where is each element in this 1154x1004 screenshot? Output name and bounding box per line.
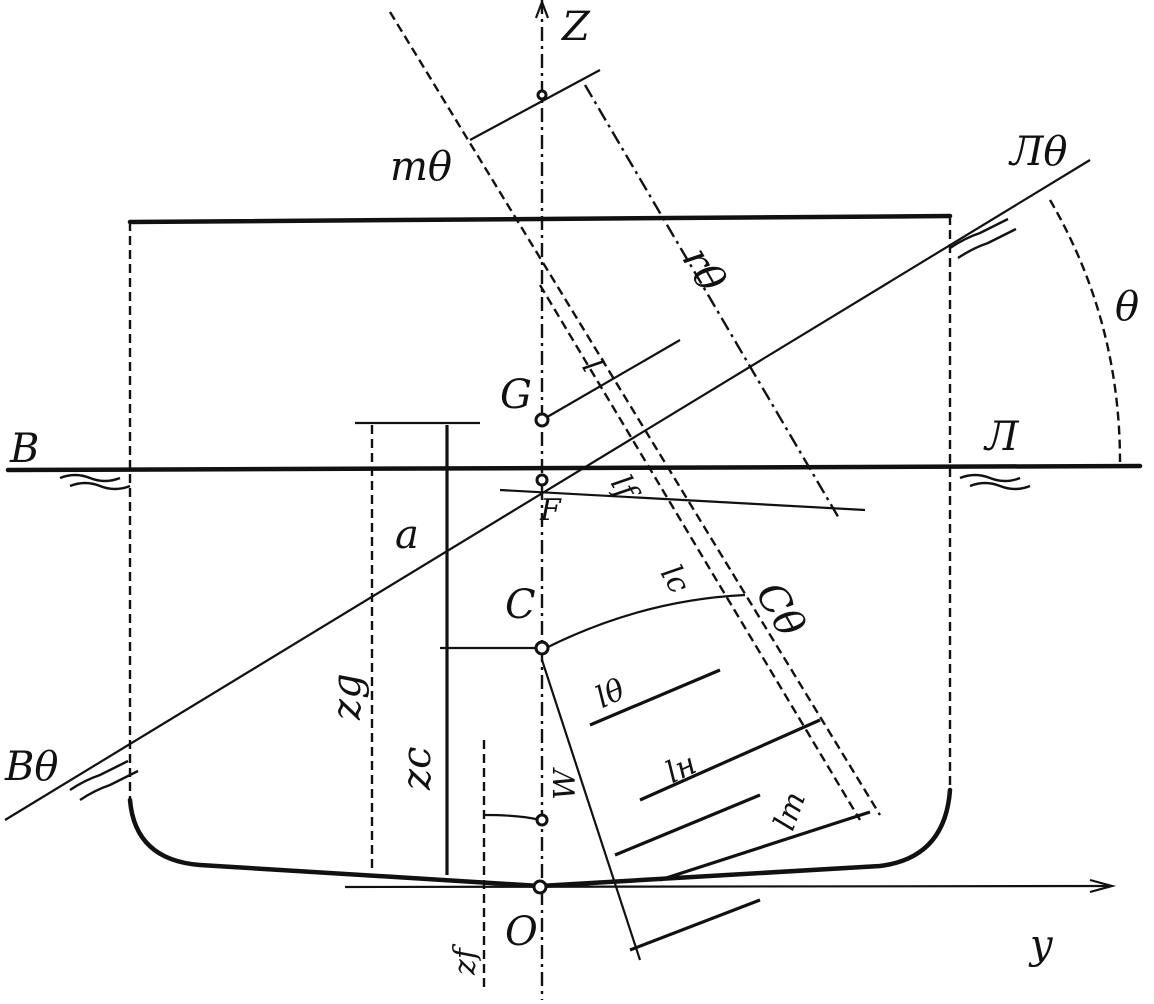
label-heel-angle: θ (1115, 284, 1139, 330)
label-waterline-left: B (9, 426, 39, 472)
label-waterline-right: Л (983, 414, 1020, 460)
radius-line (583, 84, 842, 521)
point-f (535, 473, 549, 487)
wave-mark-heeled-left (69, 759, 139, 801)
label-w: W (548, 767, 583, 800)
label-waterline-heeled-left: Bθ (4, 744, 58, 790)
label-axis-z: Z (560, 4, 591, 50)
wave-mark-heeled-right (949, 217, 1017, 259)
label-ln: lн (660, 747, 701, 791)
inclined-line-c (540, 659, 642, 961)
g-to-f-line (541, 339, 681, 421)
point-metacenter (536, 89, 548, 101)
inclined-line-2 (538, 284, 862, 821)
point-g (534, 412, 550, 428)
axis-z-arrow (534, 0, 550, 19)
axis-y (344, 884, 1111, 889)
point-zf (535, 813, 549, 827)
label-origin: O (505, 909, 538, 955)
label-c-heeled: Cθ (746, 575, 813, 645)
wave-mark-right (959, 473, 1031, 491)
radius-bottom-tick (499, 488, 866, 512)
waterline-heeled (4, 159, 1091, 821)
label-f: F (539, 493, 562, 528)
dim-bottom (629, 898, 761, 952)
point-origin (532, 879, 548, 895)
dim-l-theta (589, 668, 721, 727)
label-lc: lc (653, 559, 697, 600)
floatation-curve (484, 813, 541, 822)
waterline-upright (5, 463, 1143, 473)
label-g: G (500, 372, 532, 418)
wave-mark-left (59, 473, 131, 491)
label-a: a (395, 512, 419, 558)
label-c: C (505, 582, 536, 628)
label-l-theta: l (574, 353, 609, 379)
label-zc: zc (394, 747, 440, 791)
hull-bottom (127, 787, 953, 889)
dim-lc (639, 718, 821, 802)
label-axis-y: y (1028, 922, 1054, 968)
dim-lt (659, 810, 871, 882)
point-c (534, 640, 550, 656)
label-metacenter: mθ (390, 144, 452, 190)
label-lf: lf (603, 469, 646, 509)
label-waterline-heeled-right: Лθ (1008, 129, 1067, 175)
hull-outline (127, 213, 953, 225)
buoyancy-curve (541, 593, 746, 651)
label-zg: zg (324, 673, 370, 721)
inclined-axis (388, 11, 882, 816)
heel-angle-arc (1048, 199, 1122, 463)
label-zf: zf (448, 943, 483, 976)
dim-ln (614, 793, 761, 857)
radius-top-tick (469, 69, 601, 141)
axis-y-arrow (1089, 878, 1117, 894)
label-lt: lт (767, 787, 813, 835)
